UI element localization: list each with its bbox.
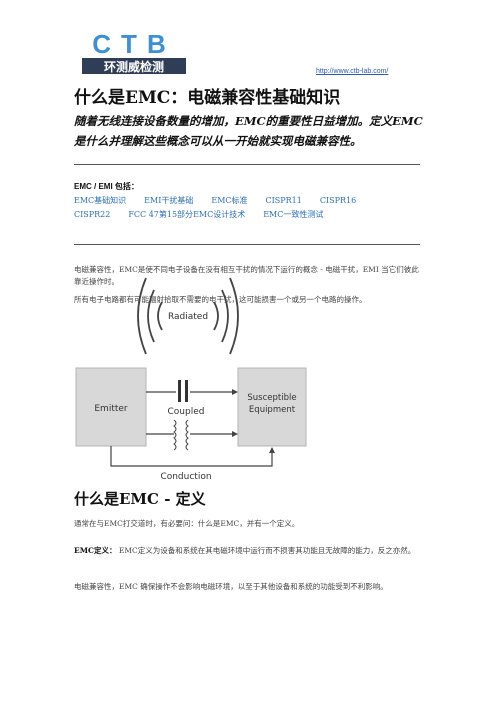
topic-links: EMC基础知识 EMI干扰基础 EMC标准 CISPR11 CISPR16CISPR22… [74,194,424,222]
radiated-wave-left [137,277,163,355]
divider-bottom [74,244,420,245]
ctb-logo: CTB 环测威检测 [82,30,186,74]
emc-coupling-diagram: Emitter Susceptible Equipment Radiated C… [75,277,307,482]
susceptible-box [237,367,307,447]
topic-link[interactable]: CISPR22 [74,210,111,219]
emc-paragraph: 电磁兼容性，EMC 确保操作不会影响电磁环境，以至于其他设备和系统的功能受到不利… [74,582,388,591]
second-paragraph: 所有电子电路都有可能辐射拾取不需要的电干扰，这可能损害一个或另一个电路的操作。 [74,295,367,304]
topic-link[interactable]: CISPR11 [265,196,302,205]
topic-link[interactable]: EMC基础知识 [74,196,127,205]
section-heading: 什么是EMC - 定义 [74,490,206,508]
susceptible-label-1: Susceptible [247,393,296,403]
logo-subtitle: 环测威检测 [104,59,164,74]
coupled-label: Coupled [168,407,205,417]
susceptible-label-2: Equipment [249,405,296,415]
includes-label: EMC / EMI 包括： [74,182,139,191]
topic-link[interactable]: EMC设计技术 [193,210,246,219]
topic-link[interactable]: EMC一致性测试 [263,210,324,219]
topic-link[interactable]: FCC 47第15部分 [128,210,194,219]
definition-paragraph: EMC定义： EMC定义为设备和系统在其电磁环境中运行而不损害其功能且无故障的能… [74,545,426,557]
radiated-label: Radiated [168,312,208,322]
definition-intro: 通常在与EMC打交道时，有必要问：什么是EMC，并有一个定义。 [74,519,300,528]
definition-label: EMC定义： [74,546,117,555]
page-subtitle: 随着无线连接设备数量的增加，EMC的重要性日益增加。定义EMC是什么并理解这些概… [74,114,423,148]
radiated-wave-right [213,277,239,355]
divider-top [74,164,420,165]
topic-link[interactable]: EMI干扰基础 [144,196,194,205]
intro-paragraph: 电磁兼容性，EMC是使不同电子设备在没有相互干扰的情况下运行的概念 - 电磁干扰… [74,265,419,286]
topic-link[interactable]: CISPR16 [319,196,357,205]
topic-link[interactable]: EMC标准 [211,196,248,205]
emitter-box [75,367,147,447]
definition-text: EMC定义为设备和系统在其电磁环境中运行而不损害其功能且无故障的能力，反之亦然。 [118,546,416,555]
conduction-label: Conduction [160,472,211,482]
inductor-coils [173,419,189,451]
emitter-label: Emitter [94,404,128,414]
page-title: 什么是EMC：电磁兼容性基础知识 [74,88,341,108]
logo-text: CTB [92,30,175,59]
website-link[interactable]: http://www.ctb-lab.com/ [316,68,389,75]
